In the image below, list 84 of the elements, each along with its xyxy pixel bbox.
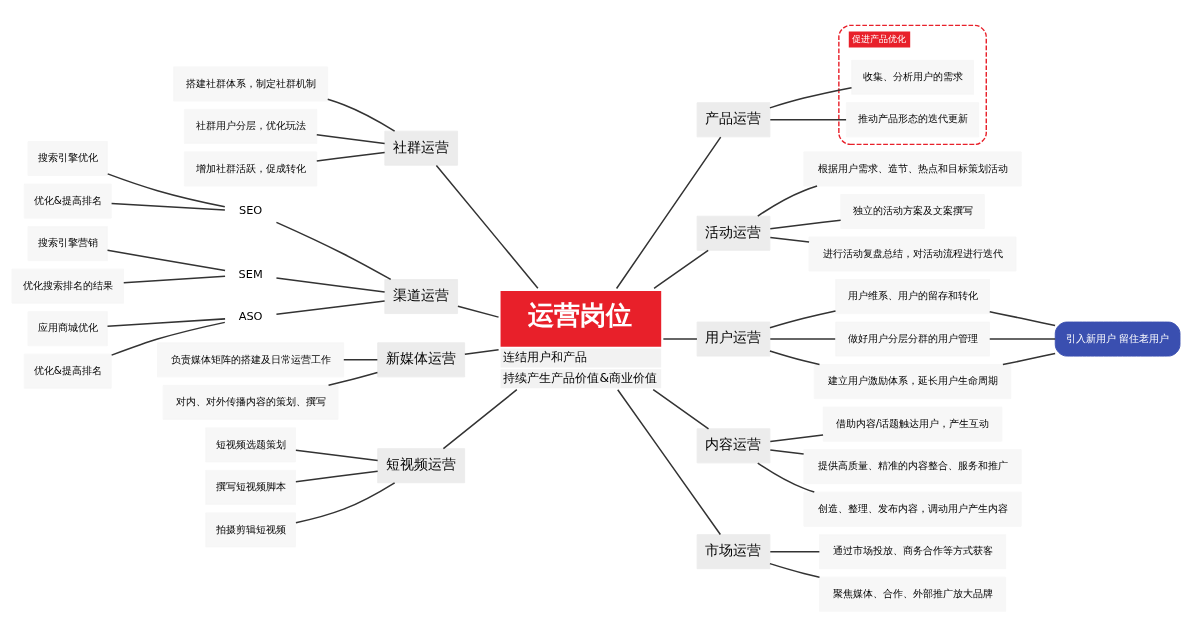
connector xyxy=(435,164,539,289)
node-box: 产品运营 xyxy=(696,102,771,138)
node-box: 推动产品形态的迭代更新 xyxy=(845,102,980,138)
node-box: 负责媒体矩阵的搭建及日常运营工作 xyxy=(157,342,345,378)
connector xyxy=(769,236,810,243)
node-text: ASO xyxy=(238,309,263,324)
connector xyxy=(989,338,1056,340)
node-box: 优化&提高排名 xyxy=(23,353,112,389)
node-box: 根据用户需求、造节、热点和目标策划活动 xyxy=(803,151,1022,187)
node-box: 应用商城优化 xyxy=(27,311,108,347)
connector xyxy=(769,338,836,340)
node-box: 新媒体运营 xyxy=(377,342,466,378)
connector xyxy=(106,173,226,208)
node-box: 内容运营 xyxy=(696,428,771,464)
node-box: 借助内容/话题触达用户，产生互动 xyxy=(822,406,1003,442)
connector xyxy=(106,249,226,272)
node-box: 引入新用户 留住老用户 xyxy=(1054,321,1181,357)
node-box: 创造、整理、发布内容，调动用户产生内容 xyxy=(803,491,1022,527)
connector xyxy=(769,310,837,329)
node-box: 优化搜索排名的结果 xyxy=(11,268,124,304)
connector xyxy=(316,134,386,145)
connector xyxy=(769,449,805,455)
connector xyxy=(464,349,500,355)
connector xyxy=(442,388,518,450)
node-text: SEO xyxy=(238,203,263,218)
connector xyxy=(662,338,698,340)
node-box: 进行活动复盘总结，对活动流程进行迭代 xyxy=(808,236,1017,272)
node-box: 活动运营 xyxy=(696,215,771,251)
connector xyxy=(123,275,226,284)
node-box: 增加社群活跃，促成转化 xyxy=(184,151,318,187)
connector xyxy=(295,470,379,483)
connector xyxy=(652,388,710,430)
node-box: 搜索引擎营销 xyxy=(27,226,108,262)
connector xyxy=(295,482,396,524)
node-label: 持续产生产品价值&商业价值 xyxy=(503,370,657,385)
connector xyxy=(275,277,386,293)
node-box: 优化&提高排名 xyxy=(23,183,112,219)
connector xyxy=(457,305,500,318)
connector xyxy=(769,350,821,366)
node-box: 用户维系、用户的留存和转化 xyxy=(835,279,991,315)
node-box: 用户运营 xyxy=(696,321,771,357)
node-box: 搜索引擎优化 xyxy=(27,141,108,177)
node-box: 建立用户激励体系，延长用户生命周期 xyxy=(813,364,1012,400)
connector xyxy=(106,318,226,327)
node-label: 连结用户和产品 xyxy=(503,350,588,365)
node-box: 对内、对外传播内容的策划、撰写 xyxy=(162,384,339,420)
node-box: 独立的活动方案及文案撰写 xyxy=(840,194,985,229)
connector xyxy=(769,434,824,443)
node-box: 社群运营 xyxy=(384,130,459,166)
connector xyxy=(615,136,722,290)
node-box: 短视频运营 xyxy=(377,448,466,484)
connector xyxy=(295,449,379,462)
connector xyxy=(769,550,821,553)
connector xyxy=(110,202,226,211)
node-box: 提供高质量、精准的内容整合、服务和推广 xyxy=(803,449,1022,485)
connector xyxy=(316,151,386,162)
connector xyxy=(757,185,818,217)
connector xyxy=(757,462,815,493)
connector xyxy=(327,98,396,132)
node-box: 撰写短视频脚本 xyxy=(205,469,296,505)
connector xyxy=(769,86,853,109)
connector xyxy=(769,562,821,578)
node-box: 拍摄剪辑短视频 xyxy=(205,512,296,548)
connector xyxy=(769,119,847,121)
node-box: 做好用户分层分群的用户管理 xyxy=(835,321,991,357)
node-box: 通过市场投放、商务合作等方式获客 xyxy=(819,534,1007,570)
node-box: 聚焦媒体、合作、外部推广放大品牌 xyxy=(819,576,1007,612)
connector xyxy=(616,388,722,536)
node-box: 社群用户分层，优化玩法 xyxy=(184,108,318,144)
connector xyxy=(343,359,379,361)
connector xyxy=(275,221,392,281)
connector xyxy=(275,300,386,315)
connector xyxy=(110,321,226,356)
node-box: 短视频选题策划 xyxy=(205,427,296,463)
connector xyxy=(769,219,842,230)
node-box: 搭建社群体系，制定社群机制 xyxy=(173,66,329,102)
connector xyxy=(327,371,379,387)
node-box: 市场运营 xyxy=(696,534,771,570)
connector xyxy=(1002,352,1056,366)
connector xyxy=(653,249,709,290)
node-box: 收集、分析用户的需求 xyxy=(851,59,974,95)
node-text: SEM xyxy=(238,266,263,281)
connector xyxy=(989,311,1056,327)
node-box: 渠道运营 xyxy=(384,279,459,315)
